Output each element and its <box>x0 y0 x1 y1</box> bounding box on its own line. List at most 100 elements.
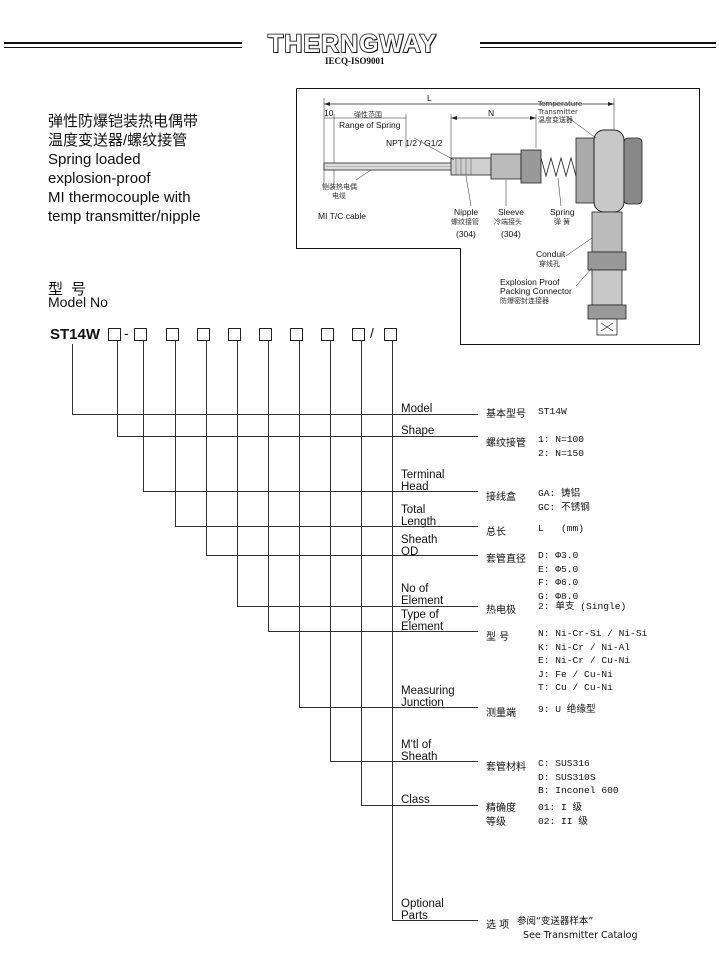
certification-label: IECQ-ISO9001 <box>325 56 385 66</box>
wire-element-no-h <box>237 606 392 607</box>
dim-n-label: N <box>488 108 495 118</box>
header-rule-left <box>4 42 242 44</box>
field-zh-element-no: 热电极 <box>486 605 516 616</box>
sleeve-en: Sleeve <box>498 207 524 217</box>
wire-shape-v <box>117 341 118 437</box>
field-zh-terminal: 接线盒 <box>486 492 516 503</box>
range-en: Range of Spring <box>339 120 401 130</box>
field-terminal-en-1: Terminal <box>401 469 445 481</box>
code-box-type-of-element <box>259 328 272 341</box>
wire-junction-h <box>299 707 392 708</box>
field-underline <box>392 436 478 437</box>
title-en-3: MI thermocouple with <box>48 189 191 206</box>
code-dash: - <box>124 325 129 341</box>
field-sheath-od-en-2: OD <box>401 546 419 558</box>
title-en-2: explosion-proof <box>48 170 151 187</box>
transmitter-en-2: Transmitter <box>538 108 578 116</box>
spring-zh: 弹 簧 <box>554 218 571 226</box>
product-title: 弹性防爆铠装热电偶带 温度变送器/螺纹接管 Spring loaded expl… <box>48 112 201 226</box>
field-optional-en-2: Parts <box>401 910 428 922</box>
conduit-en: Conduit <box>536 249 566 259</box>
nipple-zh: 螺纹接管 <box>451 218 479 226</box>
field-underline <box>392 707 478 708</box>
field-underline <box>392 761 478 762</box>
field-underline <box>392 631 478 632</box>
code-box-optional <box>384 328 397 341</box>
dim-10-label: 10 <box>324 108 334 118</box>
sleeve-zh: 冷端接头 <box>494 218 522 226</box>
transmitter-zh: 温度变送器 <box>538 116 573 124</box>
field-values-shape: 1: N=100 2: N=150 <box>538 434 585 459</box>
field-class-en: Class <box>401 794 430 806</box>
wire-class-v <box>361 341 362 806</box>
model-no-en: Model No <box>48 294 108 310</box>
connector-zh: 防爆密封连接器 <box>500 297 549 305</box>
field-shape-en: Shape <box>401 425 435 437</box>
dim-l-label: L <box>427 93 432 103</box>
title-en-1: Spring loaded <box>48 151 141 168</box>
code-box-sheath-material <box>321 328 334 341</box>
field-values-sheath-od: D: Φ3.0 E: Φ5.0 F: Φ6.0 G: Φ8.0 <box>538 550 579 602</box>
field-underline <box>392 414 478 415</box>
wire-junction-v <box>299 341 300 708</box>
field-junction-en-2: Junction <box>401 697 444 709</box>
field-terminal-en-2: Head <box>401 481 429 493</box>
title-en-4: temp transmitter/nipple <box>48 208 201 225</box>
field-label-shape: Shape <box>401 425 434 437</box>
field-values-junction: 9: U 绝缘型 <box>538 704 596 715</box>
field-length-en-2: Length <box>401 516 437 528</box>
field-element-type-en-2: Element <box>401 621 444 633</box>
field-element-no-en-2: Element <box>401 595 444 607</box>
conduit-zh: 穿线孔 <box>539 260 560 268</box>
mi-cable-zh-2: 电缆 <box>332 192 346 200</box>
wire-terminal-h <box>143 491 392 492</box>
wire-element-type-v <box>268 341 269 632</box>
title-zh-2: 温度变送器/螺纹接管 <box>48 132 188 149</box>
connector-en-2: Packing Connector <box>500 286 572 296</box>
mi-cable-en: MI T/C cable <box>318 211 367 221</box>
field-element-type-en-1: Type of <box>401 609 439 621</box>
field-values-terminal: GA: 铸铝 GC: 不锈钢 <box>538 488 590 513</box>
field-element-no-en-1: No of <box>401 583 429 595</box>
wire-terminal-v <box>143 341 144 492</box>
spring-en: Spring <box>550 207 575 217</box>
field-underline <box>392 526 478 527</box>
code-box-class <box>352 328 365 341</box>
field-junction-en-1: Measuring <box>401 685 455 697</box>
field-zh-sheath-od: 套管直径 <box>486 554 526 565</box>
header-rule-right-thin <box>480 47 716 48</box>
field-length-en-1: Total <box>401 504 426 516</box>
field-values-element-type: N: Ni-Cr-Si / Ni-Si K: Ni-Cr / Ni-Al E: … <box>538 628 648 694</box>
field-sheath-mtl-en-1: M'tl of <box>401 739 432 751</box>
field-label-model: Model <box>401 403 432 415</box>
wire-sheath-od-v <box>206 341 207 556</box>
field-values-length: L (mm) <box>538 523 585 534</box>
transmitter-en-1: Temperature <box>538 100 583 108</box>
field-sheath-mtl-en-2: Sheath <box>401 751 438 763</box>
field-model-en: Model <box>401 403 433 415</box>
field-zh-model: 基本型号 <box>486 409 526 420</box>
code-box-measuring-junction <box>290 328 303 341</box>
brand-logo: THERNGWAY <box>267 29 438 59</box>
field-zh-element-type: 型 号 <box>486 632 510 643</box>
wire-model-h <box>72 414 392 415</box>
code-slash: / <box>370 325 374 341</box>
field-underline <box>392 606 478 607</box>
field-zh-sheath-mtl: 套管材料 <box>486 762 526 773</box>
model-no-zh: 型号 <box>48 281 95 298</box>
header-rule-left-thin <box>4 47 242 48</box>
code-box-total-length <box>166 328 179 341</box>
wire-model-v <box>72 344 73 415</box>
header-rule-right <box>480 42 716 44</box>
range-zh: 弹性范围 <box>354 111 382 119</box>
mi-cable-zh-1: 铠装热电偶 <box>322 183 357 191</box>
wire-sheath-mtl-v <box>330 341 331 762</box>
field-zh-optional: 选 项 <box>486 920 510 931</box>
field-underline <box>392 491 478 492</box>
